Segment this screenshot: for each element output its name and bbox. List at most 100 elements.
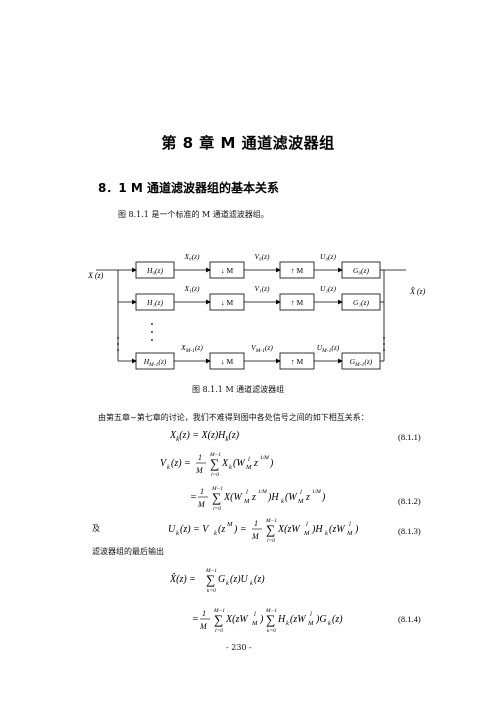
svg-text:z: z — [305, 492, 310, 503]
svg-text:k: k — [167, 464, 170, 471]
svg-text:k: k — [214, 530, 217, 537]
svg-text:(W: (W — [285, 492, 298, 503]
conjunction-and: 及 — [92, 524, 100, 533]
svg-text:l: l — [246, 489, 248, 496]
x-signal-1: X₁(z) — [183, 284, 200, 293]
figure-caption: 图 8.1.1 M 通道滤波器组 — [192, 385, 285, 394]
svg-text:1/M: 1/M — [260, 455, 269, 461]
svg-text:z: z — [251, 492, 256, 503]
u-signal-1: U₁(z) — [320, 284, 336, 293]
svg-text:M: M — [195, 466, 204, 475]
svg-text:M: M — [303, 530, 310, 537]
svg-text:z: z — [253, 458, 258, 469]
svg-text:1: 1 — [200, 487, 204, 496]
down-label-0: ↓ M — [221, 266, 234, 275]
analysis-filter-label-0: H₀(z) — [146, 266, 163, 275]
v-signal-0: V₀(z) — [254, 252, 270, 261]
svg-text:l=0: l=0 — [213, 506, 221, 512]
svg-text:(z): (z) — [332, 614, 343, 625]
svg-text:X(zW: X(zW — [277, 524, 301, 535]
svg-text:k=0: k=0 — [267, 628, 276, 634]
chapter-title: 第 8 章 M 通道滤波器组 — [161, 134, 335, 152]
svg-text:H: H — [277, 614, 286, 625]
output-label: X̂ (z) — [409, 286, 426, 296]
svg-text:k: k — [226, 580, 229, 587]
svg-text:=: = — [192, 614, 199, 625]
v-signal-2: VM-1(z) — [251, 343, 273, 354]
analysis-filter-label-2: HM-1(z) — [143, 357, 167, 368]
svg-text:k: k — [281, 498, 284, 505]
equation-number-8-1-2: (8.1.2) — [398, 496, 421, 506]
svg-text:): ) — [354, 524, 359, 535]
filter-bank-diagram: X (z) X̂ (z) H₀(z) ↓ M ↑ M G₀(z) X₀(z) V₀(z) U… — [88, 252, 426, 370]
svg-text:1/M: 1/M — [258, 489, 267, 495]
page-number: - 230 - — [226, 643, 252, 652]
svg-text:)H: )H — [267, 492, 279, 503]
svg-text:V: V — [160, 458, 168, 469]
svg-text:1: 1 — [254, 519, 258, 528]
svg-text:k: k — [286, 620, 289, 627]
svg-text:(z)U: (z)U — [230, 574, 249, 585]
svg-text:l: l — [300, 489, 302, 496]
svg-text:): ) — [269, 458, 274, 469]
svg-text:): ) — [259, 614, 264, 625]
svg-text:l: l — [349, 521, 351, 528]
svg-text:l: l — [248, 456, 250, 463]
svg-text:X(W: X(W — [223, 492, 243, 503]
intro-paragraph: 图 8.1.1 是一个标准的 M 通道滤波器组。 — [118, 210, 269, 219]
svg-text:k=0: k=0 — [207, 588, 216, 594]
u-signal-2: UM-1(z) — [317, 343, 340, 354]
svg-text:(z) = V: (z) = V — [180, 524, 210, 535]
equation-8-1-1: Xk(z) = X(z)Hk(z) — [170, 430, 240, 443]
synthesis-filter-label-0: G₀(z) — [353, 266, 369, 275]
svg-text:M−1: M−1 — [211, 486, 223, 492]
input-label: X (z) — [88, 271, 104, 280]
paragraph-final-output: 滤波器组的最后输出 — [92, 547, 164, 556]
svg-text:M: M — [197, 500, 206, 509]
svg-text:G: G — [218, 574, 225, 585]
svg-text:∑: ∑ — [212, 490, 221, 505]
equation-number-8-1-3: (8.1.3) — [398, 526, 421, 536]
svg-text:M: M — [251, 620, 258, 627]
up-label-0: ↑ M — [291, 266, 304, 275]
svg-text:∑: ∑ — [214, 612, 223, 627]
svg-text:(zW: (zW — [329, 524, 346, 535]
x-signal-2: XM-1(z) — [180, 343, 203, 354]
svg-text:X̂(z) =: X̂(z) = — [170, 572, 196, 585]
svg-text:k: k — [328, 620, 331, 627]
svg-text:∑: ∑ — [206, 572, 215, 587]
svg-text:M: M — [245, 464, 252, 471]
svg-text:k: k — [176, 530, 179, 537]
up-label-1: ↑ M — [291, 298, 304, 307]
paragraph-relations: 由第五章~第七章的讨论，我们不难得到图中各处信号之间的如下相互关系： — [98, 413, 369, 422]
svg-text:1/M: 1/M — [312, 489, 321, 495]
svg-text:M−1: M−1 — [213, 608, 225, 614]
u-signal-0: U₀(z) — [320, 252, 336, 261]
synthesis-filter-label-1: G₁(z) — [353, 298, 369, 307]
svg-text:M: M — [243, 498, 250, 505]
svg-text:(zW: (zW — [290, 614, 307, 625]
svg-text:(W: (W — [233, 458, 246, 469]
svg-text:M: M — [346, 530, 353, 537]
svg-text:(z): (z) — [254, 574, 265, 585]
svg-text:M: M — [297, 498, 304, 505]
equation-number-8-1-1: (8.1.1) — [398, 432, 421, 442]
synthesis-filter-label-2: GM-1(z) — [350, 357, 373, 368]
svg-text:k: k — [229, 464, 232, 471]
svg-text:l: l — [310, 611, 312, 618]
svg-text:M: M — [226, 521, 233, 528]
svg-text:)G: )G — [315, 614, 327, 625]
section-title: 8．1 M 通道滤波器组的基本关系 — [98, 181, 279, 195]
svg-text:1: 1 — [202, 609, 206, 618]
svg-text:l=0: l=0 — [267, 538, 275, 544]
svg-text:M−1: M−1 — [205, 568, 217, 574]
svg-text:l=0: l=0 — [211, 472, 219, 478]
svg-text:l=0: l=0 — [215, 628, 223, 634]
x-signal-0: X₀(z) — [183, 252, 200, 261]
svg-text:M−1: M−1 — [209, 452, 221, 458]
svg-text:∑: ∑ — [210, 456, 219, 471]
v-signal-1: V₁(z) — [254, 284, 270, 293]
svg-text:) =: ) = — [233, 524, 247, 535]
